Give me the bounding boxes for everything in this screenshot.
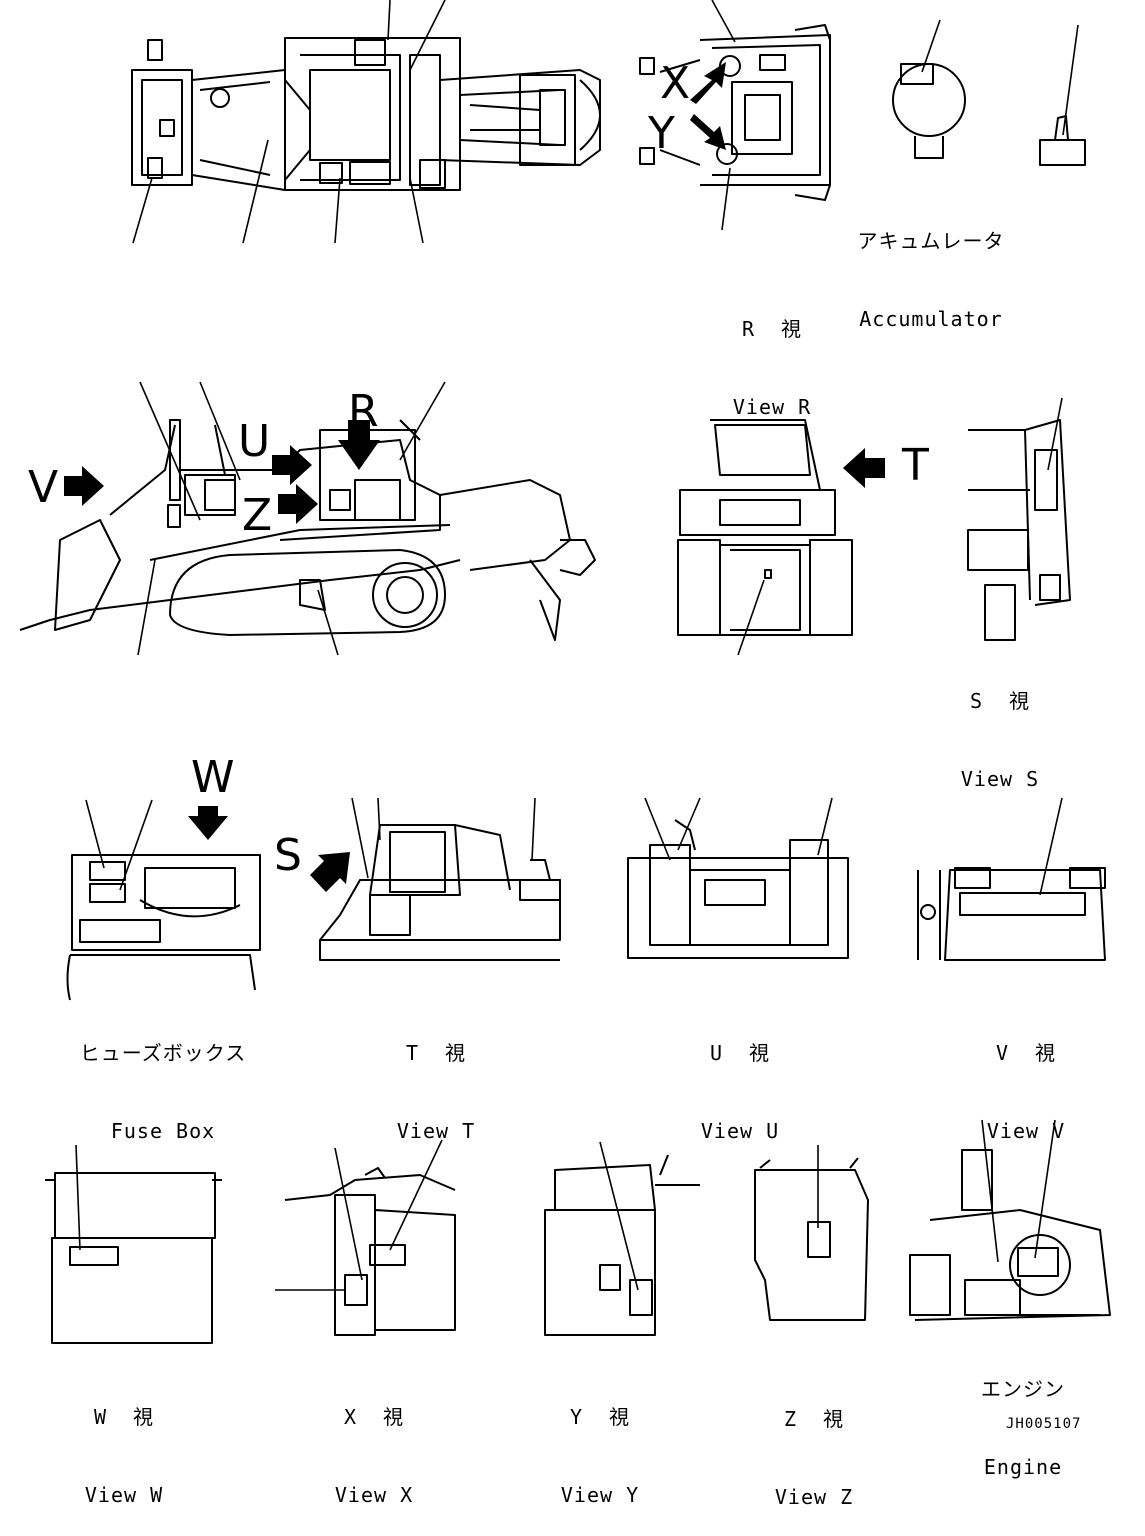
view-t-leaders (351, 797, 536, 879)
view-x-leaders (275, 1139, 443, 1291)
view-y-drawing (544, 1154, 700, 1336)
caption-fuse-box-en: Fuse Box (110, 1119, 216, 1143)
caption-view-x-en: View X (334, 1483, 414, 1507)
caption-view-z-en: View Z (774, 1485, 854, 1509)
top-plan-view (131, 37, 601, 191)
rear-view-drawing (677, 419, 853, 636)
side-view-arrows (64, 420, 380, 524)
caption-view-u: U 視 View U (690, 988, 790, 1170)
caption-engine-en: Engine (983, 1455, 1063, 1479)
accumulator-leaders (921, 19, 1079, 136)
view-v-leaders (1039, 797, 1063, 896)
view-u-drawing (627, 819, 849, 959)
view-u-leaders (644, 797, 833, 861)
caption-view-r-en: View R (732, 395, 812, 419)
caption-view-v-jp: V 視 (995, 1041, 1057, 1065)
caption-view-v-en: View V (986, 1119, 1066, 1143)
fuse-box-drawing (66, 854, 261, 1001)
view-r-arrows (690, 62, 726, 150)
parts-diagram (19, 0, 1111, 1344)
side-view-drawing (19, 419, 596, 641)
fuse-box-arrow (188, 806, 228, 840)
caption-view-y: Y 視 View Y (550, 1352, 650, 1534)
fuse-box-leaders (85, 799, 153, 891)
caption-view-t-en: View T (396, 1119, 476, 1143)
letter-s: S (274, 830, 302, 881)
caption-fuse-box-jp: ヒューズボックス (79, 1041, 247, 1065)
caption-view-w: W 視 View W (74, 1352, 174, 1534)
caption-view-v: V 視 View V (976, 988, 1076, 1170)
caption-view-x-jp: X 視 (343, 1405, 405, 1429)
view-r-drawing (639, 24, 831, 201)
caption-view-r: R 視 View R (722, 264, 822, 446)
caption-view-w-jp: W 視 (93, 1405, 155, 1429)
caption-view-z-jp: Z 視 (783, 1407, 845, 1431)
letter-u: U (238, 416, 271, 467)
caption-accumulator-jp: アキュムレータ (857, 229, 1005, 253)
caption-view-u-jp: U 視 (709, 1041, 771, 1065)
rear-view-leaders (737, 579, 765, 656)
letter-r: R (348, 386, 379, 437)
letter-v: V (28, 462, 59, 513)
side-view-leaders (137, 381, 446, 656)
view-r-leaders (711, 0, 736, 231)
caption-view-s-jp: S 視 (969, 689, 1031, 713)
view-x-drawing (284, 1167, 456, 1336)
view-t-arrow (310, 852, 350, 892)
caption-view-r-jp: R 視 (741, 317, 803, 341)
caption-engine-jp: エンジン (981, 1377, 1065, 1401)
caption-view-s: S 視 View S (950, 636, 1050, 818)
accumulator-drawing (892, 63, 1086, 166)
caption-view-u-en: View U (700, 1119, 780, 1143)
view-y-leaders (599, 1141, 639, 1291)
caption-fuse-box: ヒューズボックス Fuse Box (78, 988, 248, 1170)
letter-t: T (902, 440, 929, 491)
caption-accumulator: アキュムレータ Accumulator (856, 176, 1006, 358)
caption-engine: エンジン Engine (968, 1324, 1078, 1506)
letter-z: Z (242, 490, 273, 541)
caption-view-s-en: View S (960, 767, 1040, 791)
view-s-leaders (1047, 397, 1063, 471)
caption-view-w-en: View W (84, 1483, 164, 1507)
caption-view-t: T 視 View T (386, 988, 486, 1170)
letter-x: X (660, 58, 691, 109)
caption-view-t-jp: T 視 (405, 1041, 467, 1065)
engine-leaders (981, 1119, 1056, 1263)
caption-accumulator-en: Accumulator (859, 307, 1003, 331)
rear-view-arrow (843, 448, 885, 488)
view-w-leaders (75, 1144, 81, 1251)
caption-view-z: Z 視 View Z (764, 1354, 864, 1536)
view-s-drawing (967, 419, 1071, 641)
caption-view-x: X 視 View X (324, 1352, 424, 1534)
letter-w: W (191, 752, 235, 803)
view-v-drawing (917, 867, 1106, 961)
view-z-drawing (754, 1157, 869, 1321)
engine-drawing (909, 1149, 1111, 1321)
drawing-code: JH005107 (1006, 1416, 1082, 1432)
caption-view-y-jp: Y 視 (569, 1405, 631, 1429)
view-w-drawing (45, 1172, 222, 1344)
letter-y: Y (648, 108, 675, 159)
view-t-drawing (319, 824, 561, 961)
top-plan-leaders (132, 0, 446, 244)
caption-view-y-en: View Y (560, 1483, 640, 1507)
